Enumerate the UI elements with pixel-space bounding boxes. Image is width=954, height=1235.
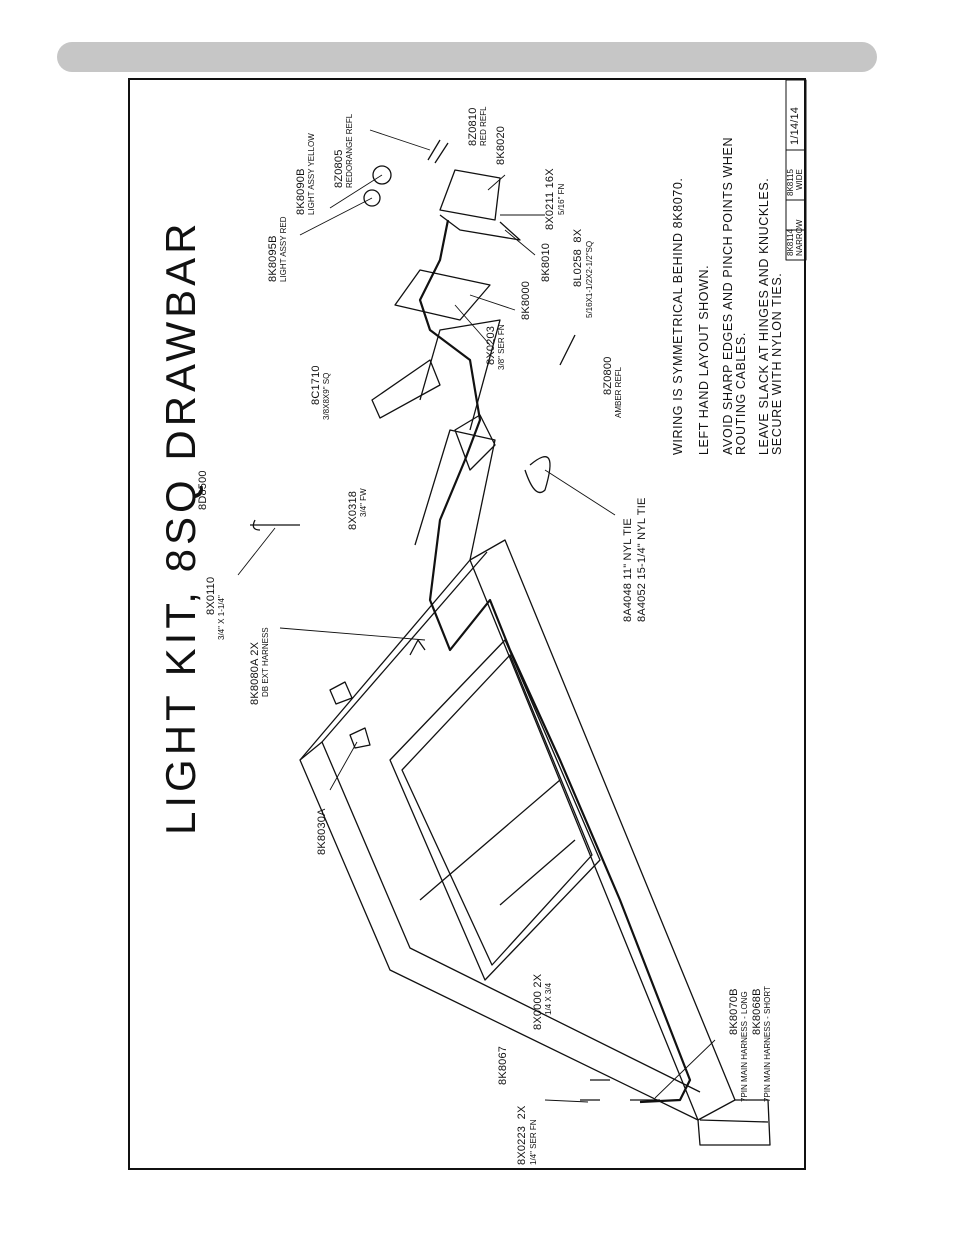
leader-8k8090b <box>329 174 383 209</box>
callout-8c1710: 8C1710 <box>310 365 322 405</box>
frame-cross-member <box>419 779 561 901</box>
callout-8l0258-desc: 5/16X1-1/2X2-1/2"SQ <box>585 240 594 318</box>
frame-top-beam-inner <box>321 551 488 743</box>
reflector-red <box>427 139 449 164</box>
frame-inner-box-2 <box>401 654 593 966</box>
tongue-plate <box>697 1099 771 1146</box>
drawbar-neck <box>414 429 496 561</box>
callout-8k8068b: 8K8068B <box>751 988 763 1035</box>
callout-8z0800: 8Z0800 <box>602 356 614 395</box>
callout-8k8068b-desc: 7PIN MAIN HARNESS - SHORT <box>763 986 772 1102</box>
light-yellow <box>372 165 392 185</box>
callout-8x0000-desc: 1/4 X 3/4 <box>544 982 553 1015</box>
frame-right-rail <box>299 741 701 1121</box>
tongue-plate-2 <box>699 1119 769 1123</box>
bracket-8k8030a <box>349 727 371 749</box>
leader-8x0223 <box>544 1099 589 1103</box>
callout-8x0318-desc: 3/4" FW <box>359 488 368 517</box>
callout-8x0110-desc: 3/4" X 1-1/4" <box>217 595 226 640</box>
title-block <box>785 79 807 261</box>
page-header-bar <box>57 42 877 72</box>
light-red <box>363 189 381 207</box>
callout-8k8095b: 8K8095B <box>267 235 279 282</box>
leader-8z0805 <box>369 129 431 151</box>
callout-8k8090b-desc: LIGHT ASSY YELLOW <box>307 133 316 215</box>
callout-8z0800-desc: AMBER REFL <box>614 366 623 418</box>
callout-8k8067: 8K8067 <box>497 1045 509 1085</box>
drawbar-upper <box>419 319 501 431</box>
callout-8k8090b: 8K8090B <box>295 168 307 215</box>
callout-8k8070b: 8K8070B <box>728 988 740 1035</box>
callout-8c1710-desc: 3/8X8X9" SQ <box>322 372 331 420</box>
frame-cross-member-2 <box>499 839 576 906</box>
leader-8k8070b <box>654 1039 716 1099</box>
leader-8k8020 <box>487 174 506 191</box>
leader-8a4048 <box>544 469 616 516</box>
frame-left-rail <box>469 539 736 1121</box>
note-line-4: ROUTING CABLES. <box>734 332 748 455</box>
light-bracket-arm <box>439 214 521 241</box>
callout-8d8500: 8D8500 <box>197 470 209 510</box>
pin-assembly <box>250 519 300 531</box>
callout-8x0203-desc: 3/8" SER FN <box>497 324 506 370</box>
bracket-8k8030a-2 <box>329 681 353 705</box>
callout-8k8010: 8K8010 <box>540 242 552 282</box>
title-block-part-wide: 8K8115 <box>786 169 795 196</box>
callout-8k8095b-desc: LIGHT ASSY RED <box>279 216 288 282</box>
title-block-wide-label: WIDE <box>795 169 804 190</box>
callout-8k8080a: 8K8080A 2X <box>249 641 261 705</box>
note-line-6: SECURE WITH NYLON TIES. <box>770 272 784 455</box>
ext-harness-junction <box>409 639 426 656</box>
leader-8x0110 <box>237 527 276 576</box>
note-line-3: AVOID SHARP EDGES AND PINCH POINTS WHEN <box>721 136 735 455</box>
callout-8x0211-desc: 5/16" FN <box>557 183 566 215</box>
hinge-block <box>454 414 496 471</box>
callout-8x0223-desc: 1/4" SER FN <box>529 1119 538 1165</box>
page-title: LIGHT KIT, 8SQ DRAWBAR <box>157 219 204 835</box>
light-bracket <box>439 169 501 221</box>
callout-8a4048: 8A4048 11" NYL TIE <box>622 518 634 622</box>
harness-plug <box>580 1079 660 1101</box>
frame-inner-box <box>389 639 601 981</box>
leader-8x0203 <box>454 304 491 346</box>
callout-8k8030a: 8K8030A <box>316 808 328 855</box>
leader-8k8000 <box>469 294 516 311</box>
callout-8z0805-desc: REDORANGE REFL <box>345 113 354 188</box>
note-line-1: WIRING IS SYMMETRICAL BEHIND 8K8070. <box>671 177 685 455</box>
callout-8x0318: 8X0318 <box>347 490 359 530</box>
callout-8k8020: 8K8020 <box>495 125 507 165</box>
callout-8x0000: 8X0000 2X <box>532 973 544 1030</box>
callout-8z0810-desc: RED REFL <box>479 106 488 146</box>
leader-8k8080a <box>279 627 426 641</box>
note-line-2: LEFT HAND LAYOUT SHOWN. <box>697 264 711 455</box>
harness-cable <box>418 219 692 1104</box>
callout-8l0258: 8L0258 8X <box>572 228 584 287</box>
callout-8x0211: 8X0211 16X <box>544 168 556 230</box>
leader-8k8030a <box>329 741 358 791</box>
mount-plate <box>371 359 441 419</box>
callout-8a4052: 8A4052 15-1/4" NYL TIE <box>636 497 648 623</box>
leader-8k8010 <box>504 229 536 256</box>
reflector-amber <box>559 334 576 366</box>
note-line-5: LEAVE SLACK AT HINGES AND KNUCKLES. <box>757 177 771 455</box>
callout-8z0805: 8Z0805 <box>333 149 345 188</box>
title-block-narrow-label: NARROW <box>795 219 804 256</box>
callout-8k8000: 8K8000 <box>520 280 532 320</box>
upper-plate <box>394 269 491 321</box>
callout-8x0223: 8X0223 2X <box>516 1105 528 1166</box>
drawing-frame <box>128 78 806 1170</box>
frame-top-beam <box>299 559 471 761</box>
callout-8x0110: 8X0110 <box>205 576 217 615</box>
callout-8k8070b-desc: 7PIN MAIN HARNESS - LONG <box>740 991 749 1102</box>
title-block-part-narrow: 8K8114 <box>786 229 795 256</box>
callout-8x0203: 8X0203 <box>485 325 497 365</box>
title-block-date: 1/14/14 <box>789 106 801 145</box>
leader-8k8095b <box>299 197 373 236</box>
tie-strap <box>524 456 551 494</box>
callout-8k8080a-desc: DB EXT HARNESS <box>261 627 270 697</box>
callout-8z0810: 8Z0810 <box>467 107 479 146</box>
